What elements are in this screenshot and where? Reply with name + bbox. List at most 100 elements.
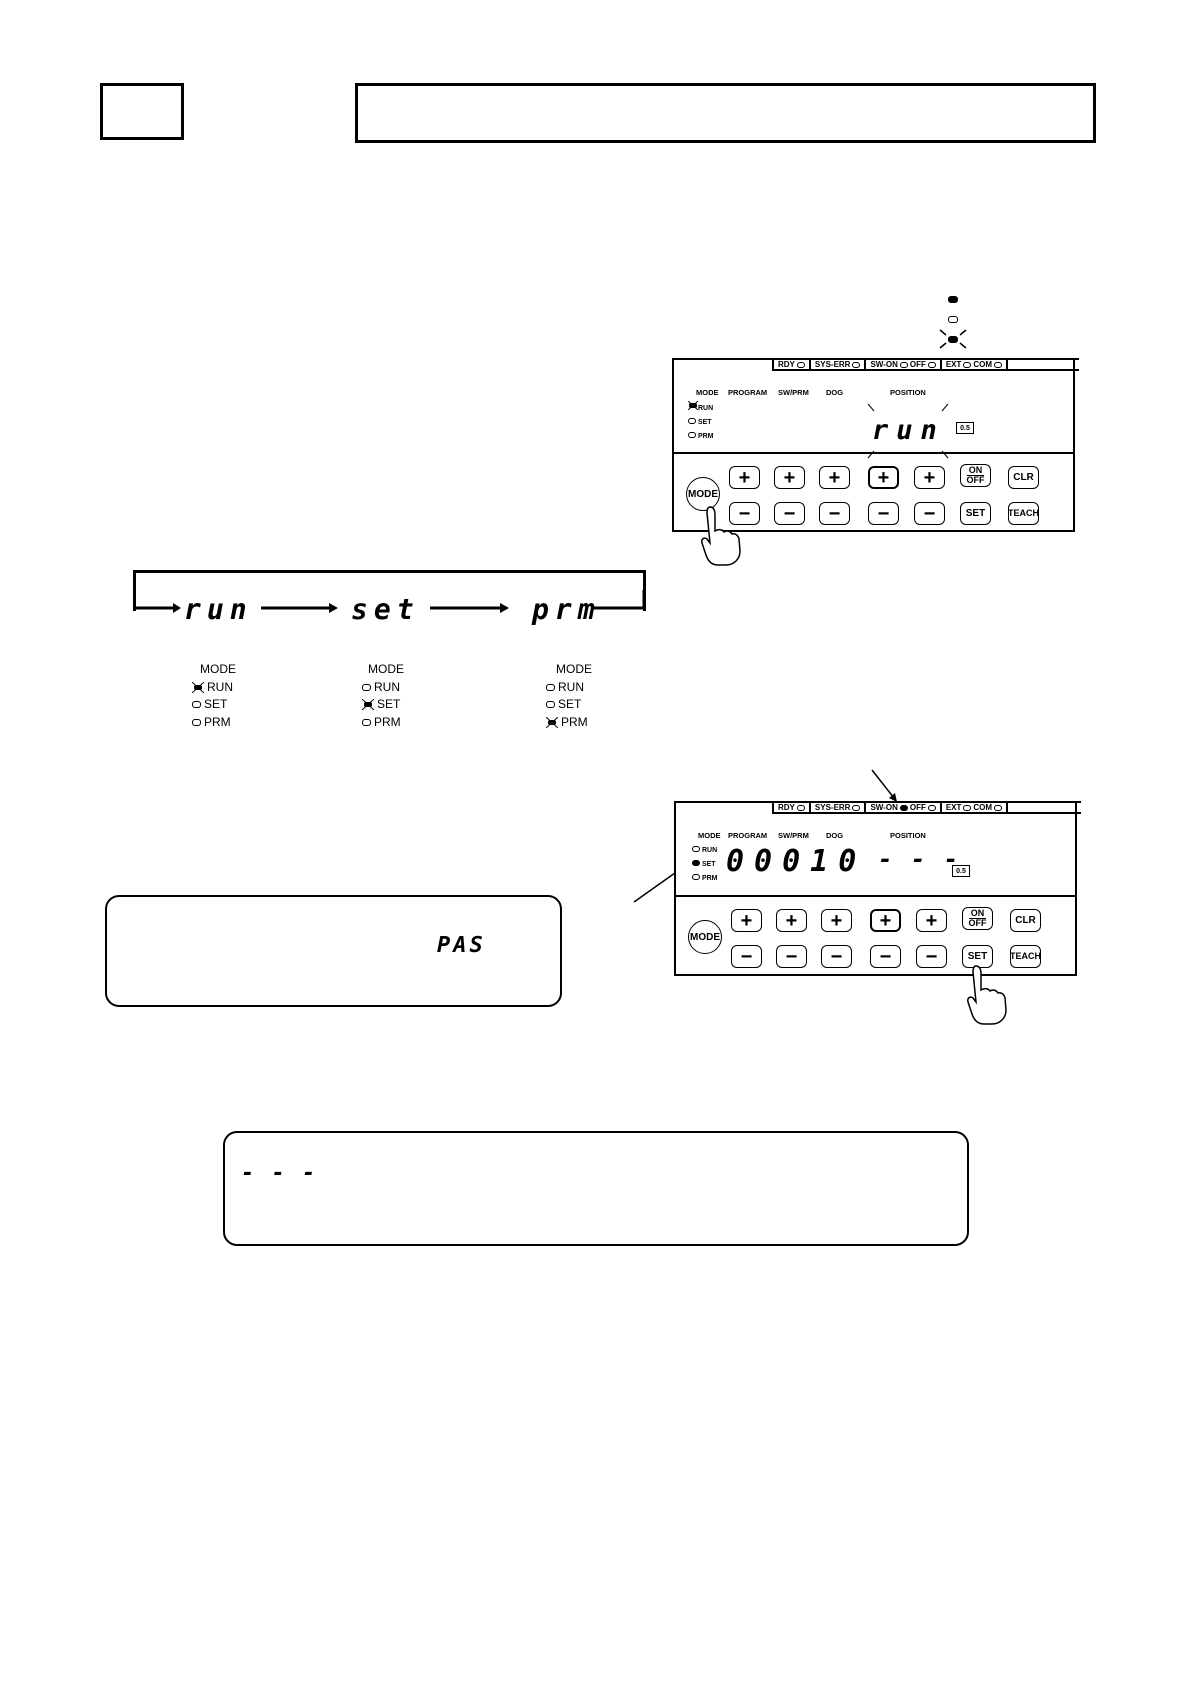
minus-key-b1[interactable]: − <box>731 945 762 968</box>
legend-led-off <box>948 316 958 323</box>
tab-ext: EXT <box>945 360 962 369</box>
mode-column-prm: MODE RUN SET PRM <box>546 661 592 731</box>
sys-err-led-b <box>852 804 861 811</box>
header-program: PROGRAM <box>728 388 768 397</box>
com-led <box>994 361 1003 368</box>
led-off-icon <box>192 718 201 726</box>
header-dog-b: DOG <box>826 831 844 840</box>
clr-key[interactable]: CLR <box>1008 466 1039 489</box>
mode-column-set: MODE RUN SET PRM <box>362 661 404 731</box>
minus-key-1[interactable]: − <box>729 502 760 525</box>
note-box-left: PAS <box>105 895 562 1007</box>
header-mode: MODE <box>696 388 719 397</box>
pressing-hand-icon <box>701 506 741 566</box>
com-led-b <box>994 804 1003 811</box>
section-number-box <box>100 83 184 140</box>
pressing-hand-icon <box>967 965 1007 1025</box>
minus-key-b4[interactable]: − <box>870 945 901 968</box>
header-dog: DOG <box>826 388 844 397</box>
minus-key-3[interactable]: − <box>819 502 850 525</box>
mode-run-led-blinking <box>687 400 699 411</box>
plus-key-b1[interactable]: + <box>731 909 762 932</box>
minus-key-2[interactable]: − <box>774 502 805 525</box>
led-off-icon <box>362 683 371 691</box>
plus-key-b3[interactable]: + <box>821 909 852 932</box>
controller-panel-top: RDY SYS-ERR SW-ON OFF EXT COM MODE PROGRAM… <box>672 358 1079 532</box>
plus-key-1[interactable]: + <box>729 466 760 489</box>
mode-prm-led <box>688 432 696 438</box>
sw-on-led <box>899 361 908 368</box>
segment-pas: PAS <box>437 933 486 958</box>
header-mode-b: MODE <box>698 831 721 840</box>
plus-key-3[interactable]: + <box>819 466 850 489</box>
ext-led <box>963 361 972 368</box>
ext-led-b <box>963 804 972 811</box>
header-swprm: SW/PRM <box>778 388 809 397</box>
header-position: POSITION <box>890 388 926 397</box>
plus-key-b4[interactable]: + <box>870 909 901 932</box>
mode-prm-led-b <box>692 874 700 880</box>
tab-sw-on-b: SW-ON <box>870 803 898 812</box>
teach-key[interactable]: TEACH <box>1008 502 1039 525</box>
section-title-box <box>355 83 1096 143</box>
mode-cycle-arrows <box>134 590 646 613</box>
tab-sys-err-b: SYS-ERR <box>814 803 851 812</box>
mode-button[interactable]: MODE <box>686 477 720 511</box>
display-run: run <box>872 415 945 446</box>
tab-rdy-b: RDY <box>778 803 795 812</box>
segment-word-set: set <box>351 593 420 626</box>
mode-run-led-b <box>692 846 700 852</box>
led-off-icon <box>546 683 555 691</box>
minus-key-b3[interactable]: − <box>821 945 852 968</box>
minus-key-b2[interactable]: − <box>776 945 807 968</box>
set-key[interactable]: SET <box>960 502 991 525</box>
tab-off: OFF <box>909 360 926 369</box>
plus-key-b5[interactable]: + <box>916 909 947 932</box>
minus-key-5[interactable]: − <box>914 502 945 525</box>
mode-set-led-lit <box>692 860 700 866</box>
tab-rdy: RDY <box>778 360 795 369</box>
plus-key-5[interactable]: + <box>914 466 945 489</box>
teach-key-b[interactable]: TEACH <box>1010 945 1041 968</box>
tab-sys-err: SYS-ERR <box>814 360 851 369</box>
sys-err-led <box>852 361 861 368</box>
position-dashes-display: - - - <box>878 845 961 873</box>
led-blinking-icon <box>192 681 204 693</box>
sw-on-led-lit <box>899 804 908 811</box>
rdy-led-b <box>796 804 805 811</box>
tab-ext-b: EXT <box>945 803 962 812</box>
led-blinking-icon <box>362 699 374 711</box>
decimal-indicator: 0.5 <box>956 422 974 434</box>
plus-key-4[interactable]: + <box>868 466 899 489</box>
tab-com: COM <box>973 360 993 369</box>
program-number-display: 00010 <box>726 844 867 879</box>
mode-column-run: MODE RUN SET PRM <box>192 661 236 731</box>
mode-button-b[interactable]: MODE <box>688 920 722 954</box>
header-program-b: PROGRAM <box>728 831 768 840</box>
rdy-led <box>796 361 805 368</box>
plus-key-b2[interactable]: + <box>776 909 807 932</box>
led-off-icon <box>362 718 371 726</box>
tab-sw-on: SW-ON <box>870 360 898 369</box>
blink-rays-icon <box>939 329 967 349</box>
status-tabs: RDY SYS-ERR SW-ON OFF EXT COM <box>772 358 1079 371</box>
led-blinking-icon <box>546 716 558 728</box>
off-led <box>927 361 936 368</box>
minus-key-4[interactable]: − <box>868 502 899 525</box>
led-off-icon <box>192 701 201 709</box>
mode-set-led <box>688 418 696 424</box>
segment-word-run: run <box>184 593 253 626</box>
header-swprm-b: SW/PRM <box>778 831 809 840</box>
minus-key-b5[interactable]: − <box>916 945 947 968</box>
off-led-b <box>927 804 936 811</box>
legend-led-on <box>948 296 958 303</box>
legend-led-blinking <box>948 336 958 343</box>
led-off-icon <box>546 701 555 709</box>
header-position-b: POSITION <box>890 831 926 840</box>
plus-key-2[interactable]: + <box>774 466 805 489</box>
clr-key-b[interactable]: CLR <box>1010 909 1041 932</box>
